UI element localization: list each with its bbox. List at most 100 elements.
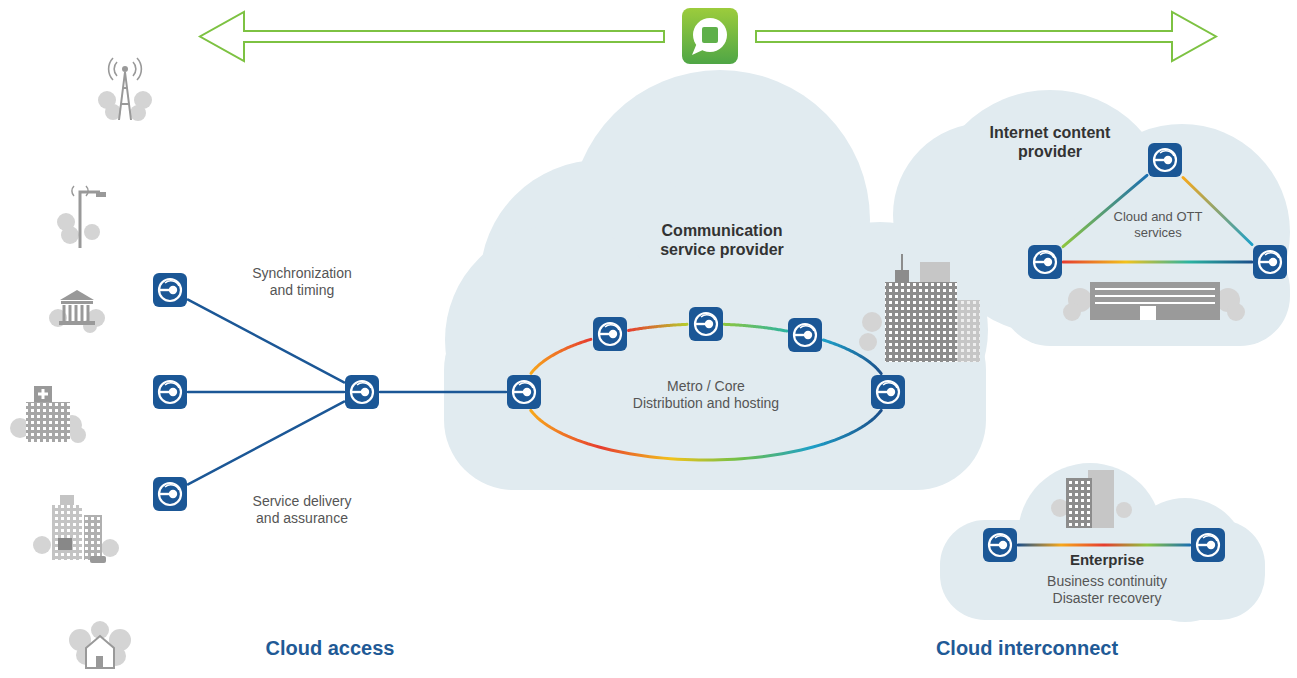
network-link xyxy=(188,391,344,394)
data-center-illustration xyxy=(1227,303,1245,321)
office-tower-illustration xyxy=(859,333,877,351)
office-icon xyxy=(33,495,119,563)
office-icon xyxy=(33,536,51,554)
network-device xyxy=(153,273,187,307)
double-arrow xyxy=(200,12,664,61)
network-device xyxy=(871,375,905,409)
cloud-description: Cloud and OTT services xyxy=(1108,209,1208,240)
device-icon xyxy=(165,281,179,286)
hospital-icon xyxy=(38,389,48,399)
hospital-icon xyxy=(26,402,70,442)
device-icon xyxy=(883,383,897,388)
device-icon xyxy=(169,388,177,396)
text-slot: Communication service provider xyxy=(658,221,786,259)
device-icon xyxy=(351,381,373,403)
device-icon xyxy=(983,528,1017,562)
data-center-illustration xyxy=(1063,282,1245,321)
network-device xyxy=(689,307,723,341)
office-tower-illustration xyxy=(859,254,980,362)
text-slot: Metro / Core Distribution and hosting xyxy=(632,378,781,412)
office-tower-illustration xyxy=(885,282,957,362)
cloud-outline xyxy=(1000,240,1290,346)
device-icon xyxy=(153,477,187,511)
device-icon xyxy=(153,273,187,307)
device-icon xyxy=(1191,528,1225,562)
device-icon xyxy=(804,331,812,339)
device-icon xyxy=(1207,541,1215,549)
network-device xyxy=(1191,528,1225,562)
network-link xyxy=(188,300,344,383)
link-label: Service delivery and assurance xyxy=(246,493,358,527)
device-icon xyxy=(361,388,369,396)
device-icon xyxy=(794,324,816,346)
device-icon xyxy=(701,315,715,320)
device-icon xyxy=(169,490,177,498)
street-light-icon xyxy=(57,186,106,248)
device-icon xyxy=(593,317,627,351)
bank-icon xyxy=(60,290,94,300)
cloud-region: Communication service providerMetro / Co… xyxy=(440,68,992,492)
house-icon xyxy=(96,656,103,668)
device-icon xyxy=(153,273,187,307)
cloud-title: Internet content provider xyxy=(986,123,1114,161)
office-tower-illustration xyxy=(862,312,882,332)
network-device xyxy=(1253,245,1287,279)
device-icon xyxy=(887,388,895,396)
text-slot: Cloud access xyxy=(266,636,395,660)
text-slot: Service delivery and assurance xyxy=(246,493,358,527)
cloud-outline xyxy=(940,463,1265,622)
office-icon xyxy=(58,538,72,550)
device-icon xyxy=(165,383,179,388)
cloud-title: Communication service provider xyxy=(658,221,786,259)
device-icon xyxy=(1269,258,1277,266)
device-icon xyxy=(153,375,187,409)
cell-tower-icon xyxy=(98,91,152,121)
device-icon xyxy=(689,307,723,341)
network-link xyxy=(188,402,344,485)
device-icon xyxy=(507,375,541,409)
device-icon xyxy=(695,313,717,335)
brand-icon xyxy=(692,43,705,55)
street-light-icon xyxy=(72,186,88,196)
device-icon xyxy=(689,307,723,341)
network-device xyxy=(153,375,187,409)
hospital-icon xyxy=(34,386,52,402)
network-device xyxy=(788,318,822,352)
device-icon xyxy=(1028,245,1062,279)
device-icon xyxy=(1154,149,1176,171)
brand-icon xyxy=(702,27,718,43)
cloud-region: EnterpriseBusiness continuity Disaster r… xyxy=(935,462,1267,622)
office-tower-illustration xyxy=(885,282,957,362)
network-device xyxy=(345,375,379,409)
street-light-icon xyxy=(61,226,79,244)
device-icon xyxy=(523,388,531,396)
device-icon xyxy=(1164,156,1172,164)
device-icon xyxy=(1034,251,1056,273)
device-icon xyxy=(800,326,814,331)
device-icon xyxy=(345,375,379,409)
bank-icon xyxy=(49,290,105,333)
device-icon xyxy=(357,383,371,388)
device-icon xyxy=(995,536,1009,541)
cell-tower-icon xyxy=(109,58,142,80)
device-icon xyxy=(1265,253,1279,258)
hospital-icon xyxy=(26,402,70,442)
device-icon xyxy=(983,528,1017,562)
office-icon xyxy=(60,495,74,505)
device-icon xyxy=(1253,245,1287,279)
device-icon xyxy=(989,534,1011,556)
office-tower-illustration xyxy=(895,270,909,282)
device-icon xyxy=(1028,245,1062,279)
network-device xyxy=(1148,143,1182,177)
device-icon xyxy=(1259,251,1281,273)
cell-tower-icon xyxy=(130,105,146,121)
network-device xyxy=(593,317,627,351)
device-icon xyxy=(165,485,179,490)
text-slot: Business continuity Disaster recovery xyxy=(1037,573,1177,607)
data-center-illustration xyxy=(1140,306,1156,320)
cell-tower-icon xyxy=(122,66,128,72)
bank-icon xyxy=(59,321,95,325)
device-icon xyxy=(1191,528,1225,562)
